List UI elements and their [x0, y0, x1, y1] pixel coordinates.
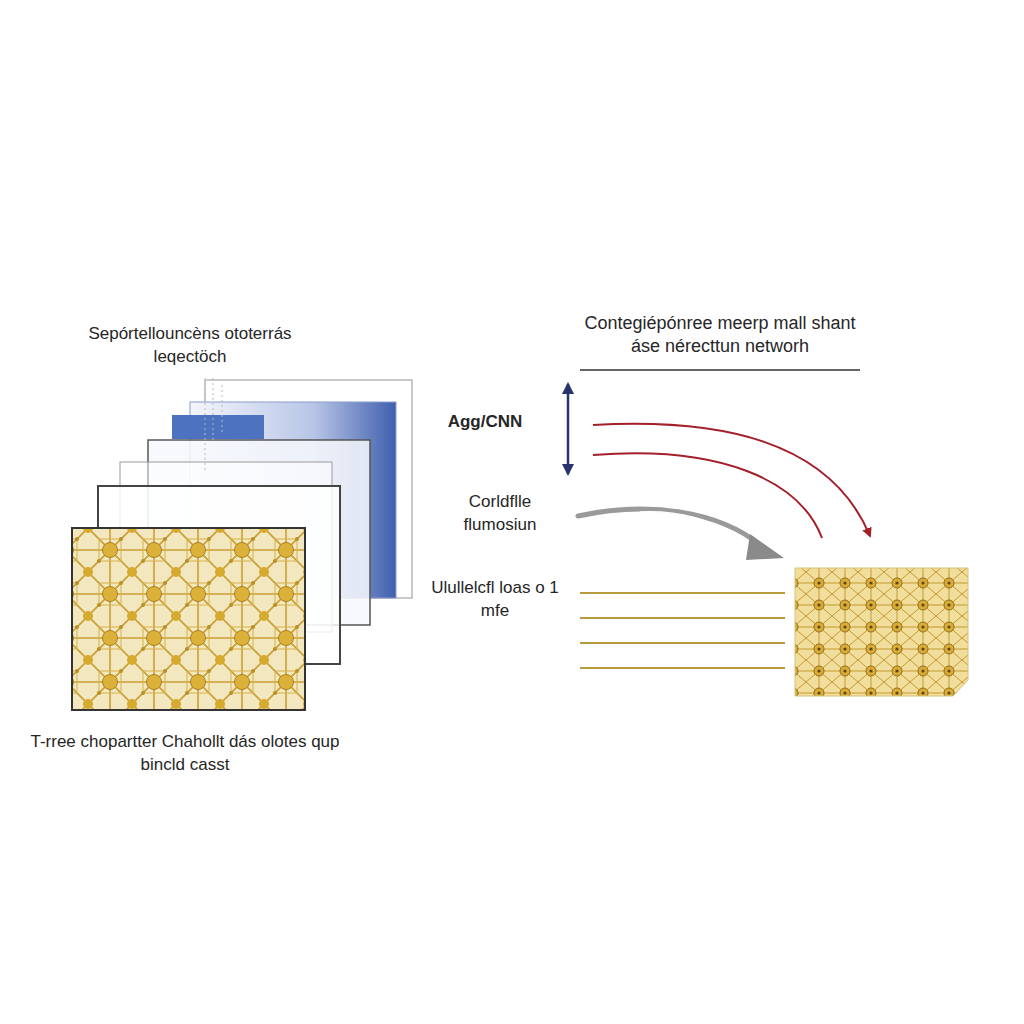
grey-arrow-highlight	[640, 512, 735, 535]
grey-arrow	[578, 509, 760, 545]
blue-band	[172, 415, 264, 439]
layer-caption: Sepórtellouncèns ototerrás leqectöch	[80, 322, 300, 368]
lattice-layer	[72, 528, 305, 710]
red-arrow	[593, 424, 870, 536]
fusion-label: Corldflle flumosiun	[440, 490, 560, 536]
dotted-lines	[205, 378, 222, 470]
double-arrow	[567, 384, 570, 474]
stack-caption: T-rree chopartter Chahollt dás olotes qu…	[30, 730, 340, 776]
red-curve	[593, 453, 822, 538]
grey-arrowhead	[746, 534, 784, 560]
yellow-line	[580, 642, 785, 644]
yellow-line	[580, 667, 785, 669]
network-title: Contegiépónree meerp mall shant áse nére…	[575, 312, 865, 358]
lattice-block	[795, 568, 968, 696]
loss-label: Ulullelcfl loas o 1 mfe	[420, 576, 570, 622]
yellow-line	[580, 617, 785, 619]
yellow-line	[580, 592, 785, 594]
underline	[580, 369, 860, 371]
model-label: Agg/CNN	[430, 410, 540, 433]
